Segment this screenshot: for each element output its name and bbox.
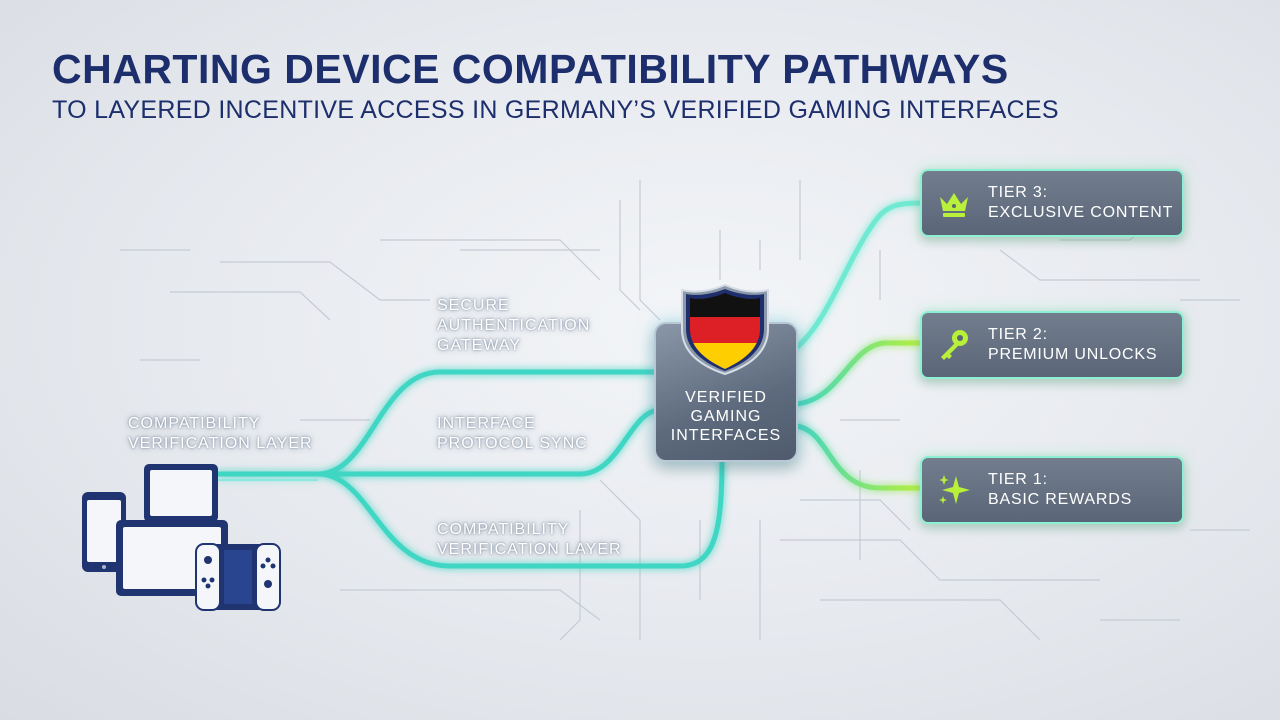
page-title: CHARTING DEVICE COMPATIBILITY PATHWAYS — [52, 46, 1009, 92]
tier-3-card: TIER 3: EXCLUSIVE CONTENT — [920, 169, 1184, 237]
tier-3-label: TIER 3: EXCLUSIVE CONTENT — [988, 184, 1174, 221]
path-compatibility-verification — [315, 457, 725, 569]
pathway-label-secure-authentication: SECURE AUTHENTICATION GATEWAY — [437, 297, 591, 354]
pathway-label-compatibility-verification: COMPATIBILITY VERIFICATION LAYER — [437, 521, 622, 558]
tier-2-label: TIER 2: PREMIUM UNLOCKS — [988, 326, 1158, 363]
crown-icon — [940, 193, 968, 217]
hub-label: VERIFIED GAMING INTERFACES — [670, 389, 782, 444]
germany-flag-shield-icon — [681, 283, 769, 375]
tier-2-card: TIER 2: PREMIUM UNLOCKS — [920, 311, 1184, 379]
source-label: COMPATIBILITY VERIFICATION LAYER — [128, 415, 313, 452]
phone-icon — [82, 492, 126, 572]
sparkle-icon — [939, 475, 970, 504]
tablet-icon — [144, 464, 218, 522]
path-tier-2 — [793, 340, 925, 407]
key-icon — [941, 330, 968, 360]
path-tier-1 — [793, 423, 925, 491]
devices-icon — [82, 464, 281, 611]
tier-pathways — [793, 200, 925, 491]
source-pathways — [215, 369, 725, 569]
circuit-traces — [120, 180, 1250, 641]
path-tier-3 — [793, 200, 925, 351]
tier-1-label: TIER 1: BASIC REWARDS — [988, 471, 1133, 508]
path-interface-protocol — [215, 407, 663, 477]
handheld-console-icon — [195, 543, 281, 611]
tier-1-card: TIER 1: BASIC REWARDS — [920, 456, 1184, 524]
pathway-label-interface-protocol: INTERFACE PROTOCOL SYNC — [437, 415, 588, 452]
page-subtitle: TO LAYERED INCENTIVE ACCESS IN GERMANY’S… — [52, 96, 1059, 124]
